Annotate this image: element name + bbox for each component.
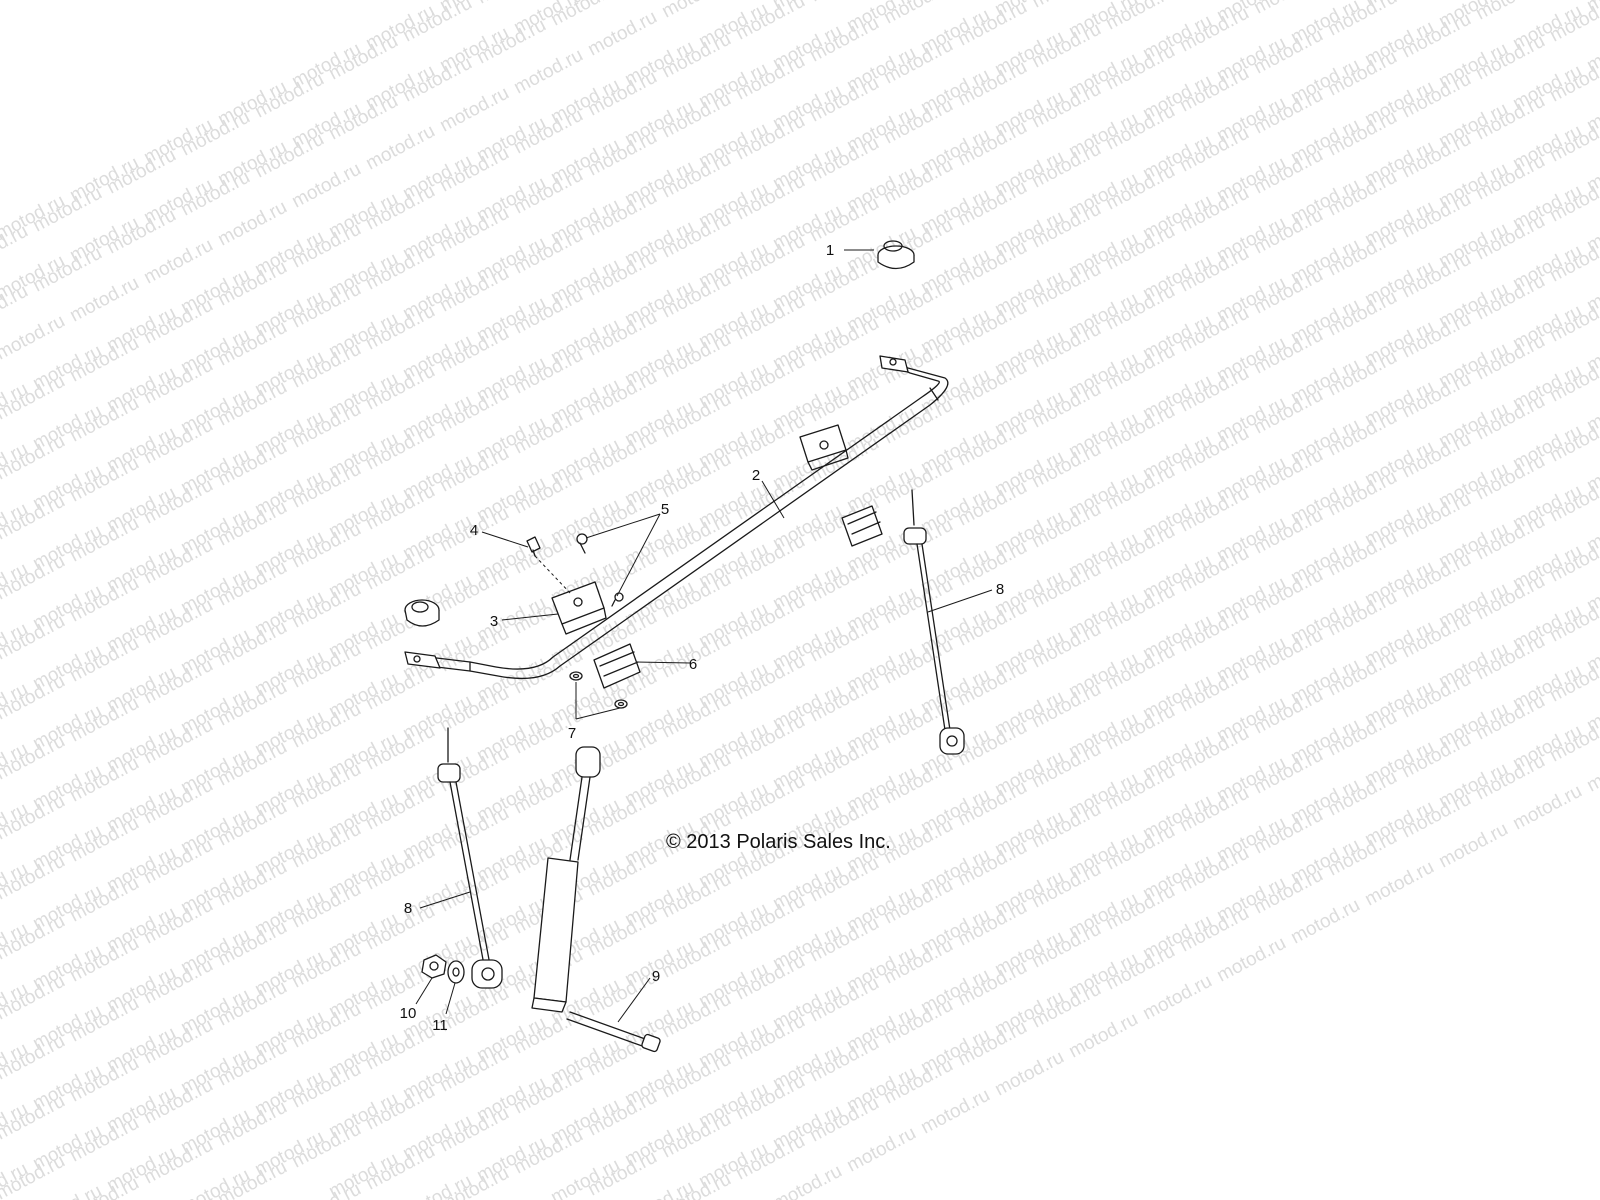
washer-11: [447, 960, 465, 984]
watermark-text: motod.ru: [66, 273, 142, 327]
watermark-text: motod.ru: [1065, 1009, 1141, 1063]
bushing-left: [404, 599, 440, 627]
watermark-text: motod.ru: [510, 45, 586, 99]
watermark-text: motod.ru: [362, 121, 438, 175]
watermark-text: motod.ru: [140, 235, 216, 289]
copyright-notice: © 2013 Polaris Sales Inc.: [666, 831, 891, 853]
washer-7a: [569, 671, 583, 681]
watermark-text: motod.ru: [1361, 857, 1437, 911]
watermark-text: motod.ru: [991, 1047, 1067, 1101]
watermark-text: motod.ru: [769, 1161, 845, 1200]
watermark-text: motod.ru: [214, 197, 290, 251]
watermark-text: motod.ru: [584, 7, 660, 61]
callout-9: 9: [652, 968, 660, 985]
watermark-text: motod.ru: [1583, 743, 1600, 797]
callout-8-right: 8: [996, 581, 1004, 598]
watermark-text: motod.ru: [436, 83, 512, 137]
watermark-text: motod.ru: [1287, 895, 1363, 949]
callout-10: 10: [400, 1005, 417, 1022]
callout-3: 3: [490, 613, 498, 630]
callout-6: 6: [689, 656, 697, 673]
watermark-text: motod.ru: [1213, 933, 1289, 987]
watermark-text: motod.ru: [954, 0, 1030, 50]
watermark-text: motod.ru: [917, 1085, 993, 1139]
watermark-text: motod.ru: [843, 1123, 919, 1177]
watermark-text: motod.ru: [1509, 781, 1585, 835]
watermark-text: motod.ru: [1139, 971, 1215, 1025]
callout-2: 2: [752, 467, 760, 484]
watermark-text: motod.ru: [1435, 819, 1511, 873]
callout-5: 5: [661, 501, 669, 518]
watermark-text: motod.ru: [0, 311, 69, 365]
callout-4: 4: [470, 522, 478, 539]
watermark-text: motod.ru: [288, 159, 364, 213]
watermark-text: motod.ru: [399, 0, 475, 46]
callout-11: 11: [432, 1017, 448, 1034]
callout-8-left: 8: [404, 900, 412, 917]
watermark-text: motod.ru: [288, 1179, 364, 1200]
callout-1: 1: [826, 242, 834, 259]
watermark-text: motod.ru: [732, 0, 808, 44]
washer-7b: [614, 699, 628, 709]
callout-7: 7: [568, 725, 576, 742]
